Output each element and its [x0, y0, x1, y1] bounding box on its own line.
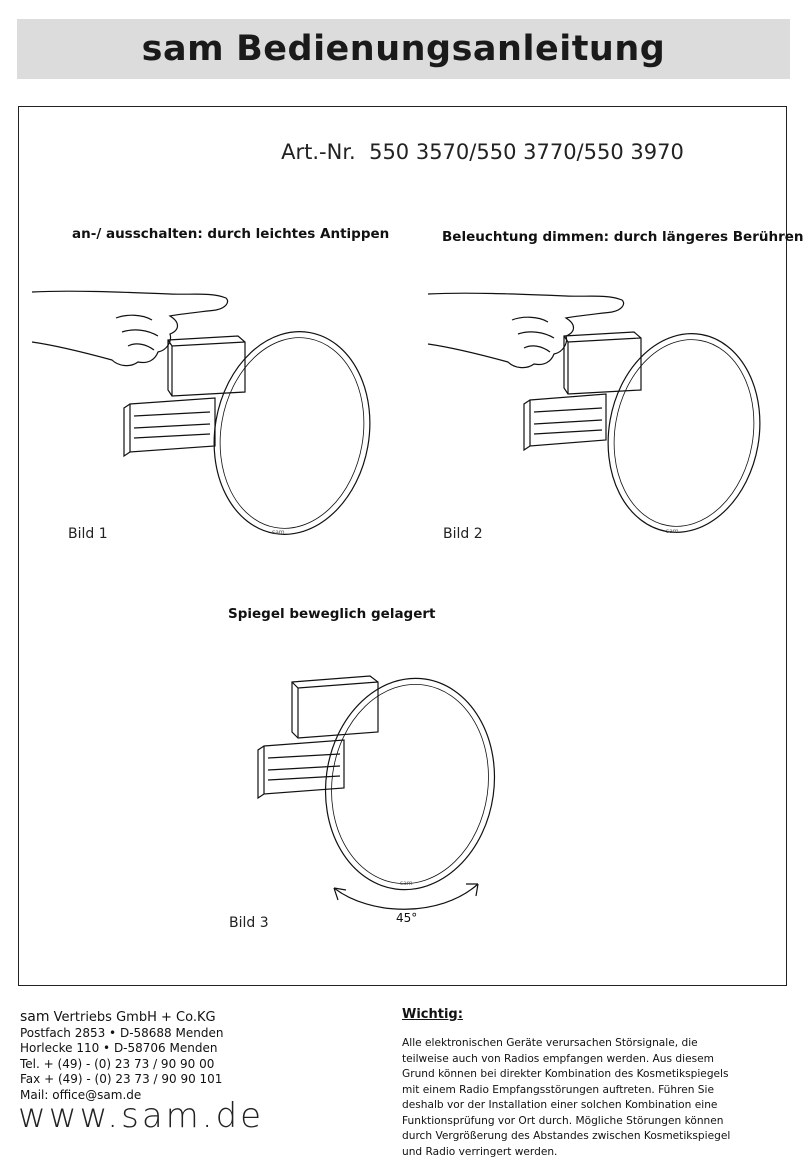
notice-title: Wichtig: — [402, 1007, 463, 1022]
fig1-illustration: sam — [31, 290, 371, 536]
article-number: Art.-Nr. 550 3570/550 3770/550 3970 — [19, 140, 786, 164]
company-brand: sam — [20, 1009, 50, 1025]
mail-line: Mail: office@sam.de — [20, 1087, 142, 1102]
header-bar: sam Bedienungsanleitung — [17, 19, 790, 79]
phone-line: Tel. + (49) - (0) 23 73 / 90 90 00 — [20, 1056, 215, 1071]
fig1-label: Bild 1 — [68, 526, 108, 542]
company-name: sam Vertriebs GmbH + Co.KG — [20, 1009, 223, 1026]
fig3-logo: sam — [400, 880, 413, 887]
fig3-illustration: sam — [257, 675, 496, 910]
fig3-caption: Spiegel beweglich gelagert — [228, 606, 436, 622]
page-title: sam Bedienungsanleitung — [142, 29, 666, 69]
fig1-logo: sam — [272, 529, 285, 536]
fig2-illustration: sam — [427, 292, 761, 535]
fig2-label: Bild 2 — [443, 526, 483, 542]
address-line: Postfach 2853 • D-58688 Menden — [20, 1025, 224, 1040]
fig2-caption: Beleuchtung dimmen: durch längeres Berüh… — [442, 229, 804, 245]
address-line: Horlecke 110 • D-58706 Menden — [20, 1041, 218, 1055]
article-label: Art.-Nr. — [281, 140, 356, 164]
company-address: sam Vertriebs GmbH + Co.KG Postfach 2853… — [20, 1009, 224, 1103]
fig1-caption: an-/ ausschalten: durch leichtes Antippe… — [72, 226, 390, 242]
brand-name: sam — [141, 29, 225, 69]
fig3-label: Bild 3 — [229, 915, 269, 931]
title-text: Bedienungsanleitung — [236, 29, 666, 69]
notice-block: Wichtig: Alle elektronischen Geräte veru… — [402, 1007, 740, 1160]
company-name-text: Vertriebs GmbH + Co.KG — [53, 1010, 216, 1025]
website-url: www.sam.de — [18, 1096, 265, 1136]
fig2-logo: sam — [666, 528, 679, 535]
rotation-angle: 45° — [396, 911, 418, 925]
article-numbers: 550 3570/550 3770/550 3970 — [369, 140, 684, 164]
notice-text: Alle elektronischen Geräte verursachen S… — [402, 1037, 731, 1158]
illustration-frame: Art.-Nr. 550 3570/550 3770/550 3970 — [18, 106, 787, 986]
fax-line: Fax + (49) - (0) 23 73 / 90 90 101 — [20, 1072, 223, 1086]
